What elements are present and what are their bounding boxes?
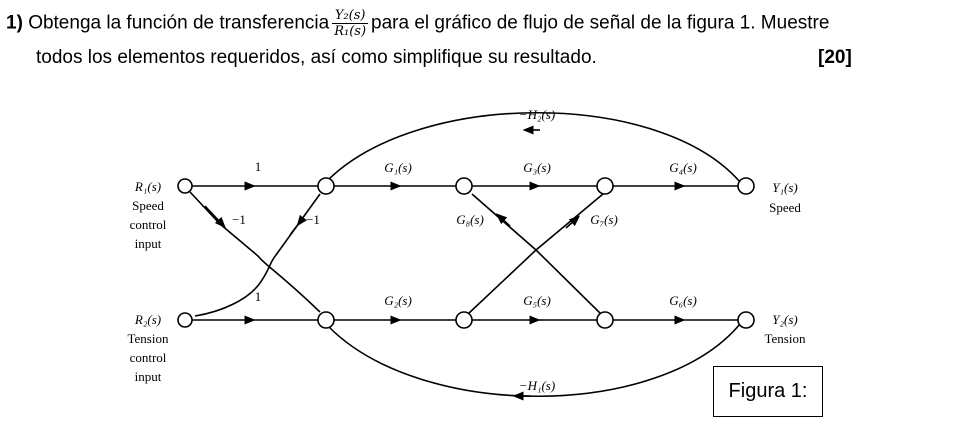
fraction-numerator: Y₂(s): [332, 8, 369, 24]
node-n4: [317, 311, 335, 329]
branch-h2: [327, 112, 741, 183]
branch-r1-n4-arrow: [204, 205, 226, 229]
node-y1: [737, 177, 755, 195]
problem-statement-line2: todos los elementos requeridos, así como…: [36, 47, 597, 68]
figure-caption-box: Figura 1:: [713, 366, 823, 417]
gain-g8: G₈(s): [456, 212, 484, 227]
branch-r2-n1-arrow: [289, 214, 307, 236]
fraction-denominator: R₁(s): [334, 24, 367, 39]
problem-text-before: Obtenga la función de transferencia: [28, 12, 330, 34]
gain-cross-neg-left: −1: [232, 212, 246, 227]
gain-g3: G₃(s): [523, 160, 551, 175]
points-value: [20]: [818, 47, 852, 68]
gain-g7: G₇(s): [590, 212, 618, 227]
gain-cross-neg-right: −1: [306, 212, 320, 227]
gain-g1: G₁(s): [384, 160, 412, 175]
label-y2-tension: Tension: [765, 331, 806, 346]
node-n2: [455, 177, 473, 195]
label-y1: Y₁(s): [772, 180, 797, 195]
gain-top-one: 1: [255, 159, 262, 174]
label-r2-input: input: [135, 369, 162, 384]
label-y2: Y₂(s): [772, 312, 797, 327]
node-n1: [317, 177, 335, 195]
node-r2: [177, 312, 193, 328]
figure-caption: Figura 1:: [728, 380, 808, 402]
branch-g8-arrow: [495, 213, 511, 227]
label-r1-control: control: [130, 217, 167, 232]
label-r2-control: control: [130, 350, 167, 365]
branch-r2-n1-neg: [194, 193, 321, 317]
label-r1: R₁(s): [134, 179, 161, 194]
problem-text-after: para el gráfico de flujo de señal de la …: [371, 12, 830, 34]
label-r1-input: input: [135, 236, 162, 251]
gain-g2: G₂(s): [384, 293, 412, 308]
node-r1: [177, 178, 193, 194]
gain-h2: −H₂(s): [519, 107, 555, 122]
gain-g4: G₄(s): [669, 160, 697, 175]
label-r2: R₂(s): [134, 312, 161, 327]
node-n6: [596, 311, 614, 329]
branch-h1: [327, 323, 741, 397]
gain-g6: G₆(s): [669, 293, 697, 308]
branch-r1-n4-neg: [189, 191, 321, 313]
label-r1-speed: Speed: [132, 198, 164, 213]
node-n3: [596, 177, 614, 195]
label-r2-tension: Tension: [128, 331, 169, 346]
problem-number: 1): [6, 12, 23, 34]
transfer-function-fraction: Y₂(s)R₁(s): [332, 8, 369, 39]
gain-bottom-one: 1: [255, 289, 262, 304]
label-y1-speed: Speed: [769, 200, 801, 215]
gain-h1: −H₁(s): [519, 378, 555, 393]
branch-g7: [467, 193, 604, 315]
branch-g7-arrow: [565, 215, 581, 229]
gain-g5: G₅(s): [523, 293, 551, 308]
node-n5: [455, 311, 473, 329]
node-y2: [737, 311, 755, 329]
